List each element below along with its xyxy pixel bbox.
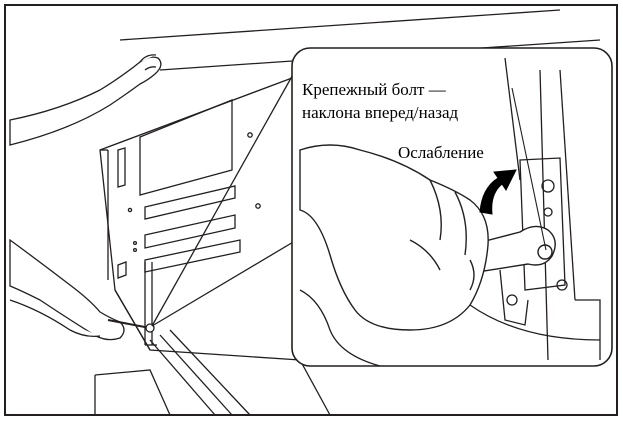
- callout-lines: [151, 61, 301, 327]
- wrench-icon: [469, 225, 556, 273]
- curved-arrow-icon: [479, 169, 517, 215]
- bolt-label-line2: наклона вперед/назад: [302, 103, 459, 122]
- lower-arm: [9, 238, 155, 341]
- inset-drawing: [299, 57, 601, 367]
- hand-fist: [299, 144, 489, 331]
- upper-arm: [9, 54, 162, 146]
- bolt-label-line1: Крепежный болт —: [302, 80, 447, 99]
- bolt-leader-line: [511, 87, 547, 251]
- loosen-label: Ослабление: [398, 143, 484, 162]
- outer-frame: [4, 4, 618, 416]
